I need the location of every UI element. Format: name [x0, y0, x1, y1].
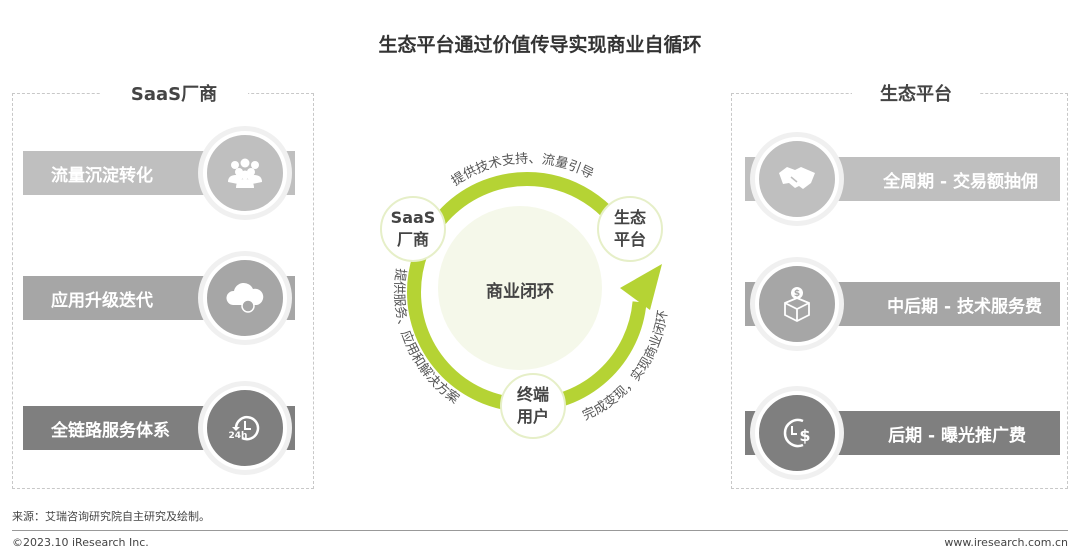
source-note: 来源：艾瑞咨询研究院自主研究及绘制。: [12, 510, 210, 523]
item-label: 全周期 - 交易额抽佣: [883, 171, 1038, 192]
center-label: 商业闭环: [486, 282, 554, 302]
node-text: 平台: [613, 230, 646, 249]
node-text: 终端: [516, 385, 549, 404]
clock-dollar-icon: $: [755, 391, 839, 475]
node-user: 终端用户: [500, 373, 566, 439]
saas-panel-title: SaaS厂商: [100, 80, 248, 106]
item-label: 后期 - 曝光推广费: [888, 425, 1026, 446]
money-box-icon: $: [755, 262, 839, 346]
center-circle: [438, 206, 602, 370]
item-label: 应用升级迭代: [51, 290, 153, 311]
clock-24h-icon: 24h: [203, 386, 287, 470]
footer-divider: [12, 530, 1068, 531]
node-text: 厂商: [396, 230, 429, 249]
node-saas: SaaS 厂商: [380, 196, 446, 262]
handshake-icon: [755, 137, 839, 221]
people-group-icon: [203, 131, 287, 215]
item-label: 全链路服务体系: [51, 420, 170, 441]
copyright: ©2023.10 iResearch Inc.: [12, 536, 149, 549]
svg-text:$: $: [794, 289, 800, 299]
node-text: 用户: [516, 407, 549, 426]
website-link[interactable]: www.iresearch.com.cn: [944, 536, 1068, 549]
page-title: 生态平台通过价值传导实现商业自循环: [378, 34, 702, 56]
node-text: SaaS: [390, 208, 436, 227]
icon-text: 24h: [228, 431, 248, 441]
right-flow-label: 完成变现，实现商业闭环: [580, 309, 671, 424]
node-text: 生态: [613, 208, 646, 227]
svg-text:$: $: [799, 426, 810, 445]
platform-panel-title: 生态平台: [852, 80, 980, 106]
item-label: 流量沉淀转化: [51, 165, 153, 186]
cycle-arrowhead-icon: [620, 264, 662, 310]
item-label: 中后期 - 技术服务费: [887, 296, 1042, 317]
cloud-refresh-icon: [203, 256, 287, 340]
node-platform: 生态平台: [597, 196, 663, 262]
